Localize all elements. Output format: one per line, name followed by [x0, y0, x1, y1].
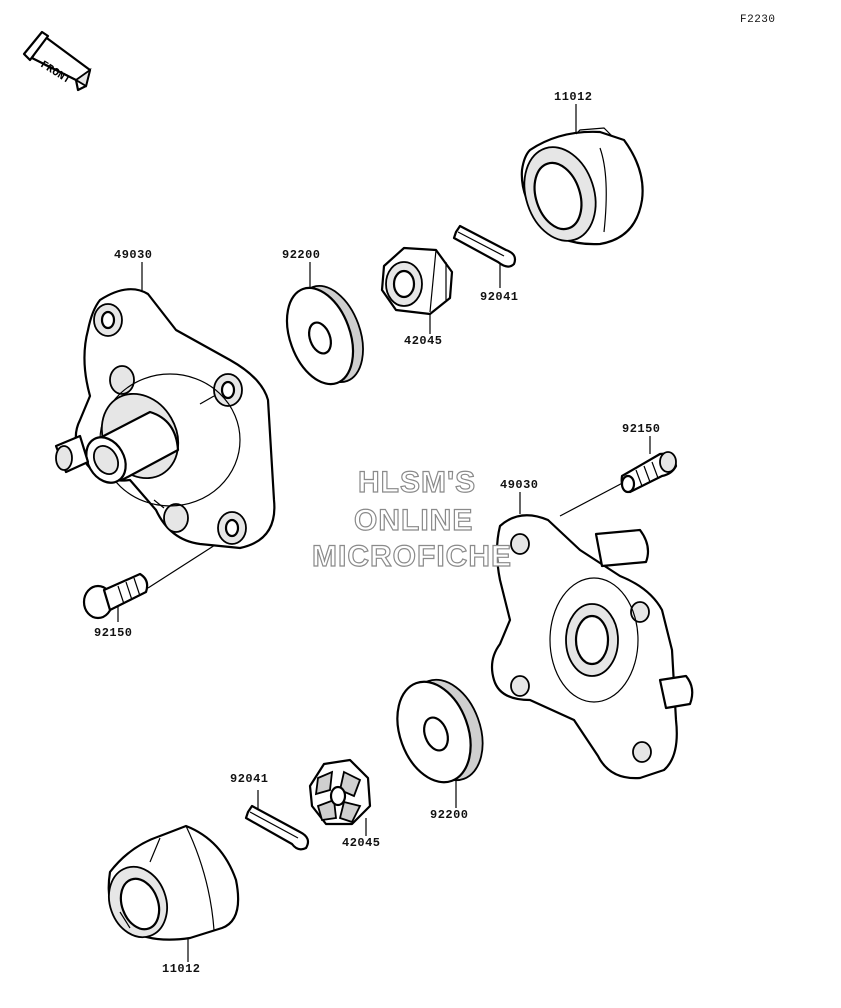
callout-42045-top: 42045: [404, 334, 443, 348]
part-49030-right: [490, 514, 694, 780]
callout-11012-top: 11012: [554, 90, 593, 104]
callout-92150-left: 92150: [94, 626, 133, 640]
watermark-line-2: ONLINE: [353, 503, 474, 537]
front-arrow: FRONT: [22, 30, 92, 92]
callout-49030-left: 49030: [114, 248, 153, 262]
watermark-line-3: MICROFICHE: [311, 539, 512, 573]
figure-code: F2230: [740, 14, 776, 26]
part-92041-bottom: [244, 804, 310, 851]
watermark-line-1: HLSM'S: [357, 465, 477, 499]
callout-92200-top: 92200: [282, 248, 321, 262]
part-92150-right: [620, 451, 678, 494]
callout-42045-bottom: 42045: [342, 836, 381, 850]
callout-49030-right: 49030: [500, 478, 539, 492]
part-92041-top: [452, 224, 517, 268]
part-42045-bottom: [308, 758, 372, 826]
callout-92041-bottom: 92041: [230, 772, 269, 786]
callout-11012-bottom: 11012: [162, 962, 201, 976]
callout-92150-right: 92150: [622, 422, 661, 436]
part-92150-left: [82, 572, 149, 620]
callout-92200-bottom: 92200: [430, 808, 469, 822]
part-92200-top: [285, 285, 364, 386]
part-92200-bottom: [396, 678, 484, 784]
part-11012-bottom: [107, 824, 240, 941]
callout-92041-top: 92041: [480, 290, 519, 304]
part-42045-top: [380, 246, 454, 316]
part-11012-top: [520, 127, 644, 246]
part-49030-left: [54, 288, 276, 550]
